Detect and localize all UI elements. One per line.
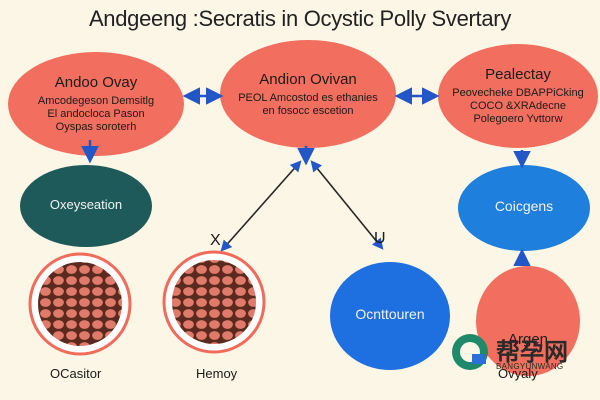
node-line: Oyspas soroterh <box>55 121 137 133</box>
watermark-cn: 帮孕网 <box>496 339 568 366</box>
label-ovary-center: Hemoy <box>196 366 238 381</box>
node-ocnttouren: Ocnttouren <box>330 262 450 370</box>
node-pealectay: Pealectay Peovecheke DBAPPiCking COCO &X… <box>438 44 598 148</box>
node-heading: Pealectay <box>485 66 551 83</box>
node-line: Polegoero Yvttorw <box>473 113 563 125</box>
node-heading: Argen <box>507 330 549 348</box>
node-line: en fosocc escetion <box>262 104 354 117</box>
node-heading: Ocnttouren <box>355 306 425 322</box>
arrow-diagonal-left <box>220 160 302 252</box>
watermark: 帮孕网 BANGYUNWANG <box>450 330 590 382</box>
node-line: Peovecheke DBAPPiCking <box>452 87 584 99</box>
node-line: Amcodegeson Demsitlg <box>37 95 155 107</box>
arrow-mark-left: X <box>210 232 221 249</box>
arrow-diagonal-right <box>310 160 384 250</box>
watermark-en: BANGYUNWANG <box>496 362 564 371</box>
label-bottom-right: Ovyaly <box>498 366 538 381</box>
diagram-title: Andgeeng :Secratis in Ocystic Polly Sver… <box>88 6 512 31</box>
node-line: COCO &XRAdecne <box>470 100 566 112</box>
node-coicgens: Coicgens <box>458 165 590 251</box>
node-andoo-ovay: Andoo Ovay Amcodegeson Demsitlg El andoc… <box>8 52 184 156</box>
ovary-center-cells <box>172 260 256 344</box>
node-heading: Andion Ovivan <box>259 70 357 88</box>
node-heading: Andoo Ovay <box>54 74 138 91</box>
ovary-left-cells <box>38 262 122 346</box>
arrow-mark-right: U <box>374 230 386 247</box>
node-argen: Argen <box>476 266 580 376</box>
node-line: El andocloca Pason <box>47 108 145 120</box>
label-ovary-left: OCasitor <box>50 366 102 381</box>
node-heading: Oxeyseation <box>49 196 123 212</box>
node-heading: Coicgens <box>494 198 554 214</box>
node-oxeyseation: Oxeyseation <box>20 165 152 247</box>
node-andion-ovivan: Andion Ovivan PEOL Amcostod es ethanies … <box>220 40 396 148</box>
node-line: PEOL Amcostod es ethanies <box>238 91 378 104</box>
